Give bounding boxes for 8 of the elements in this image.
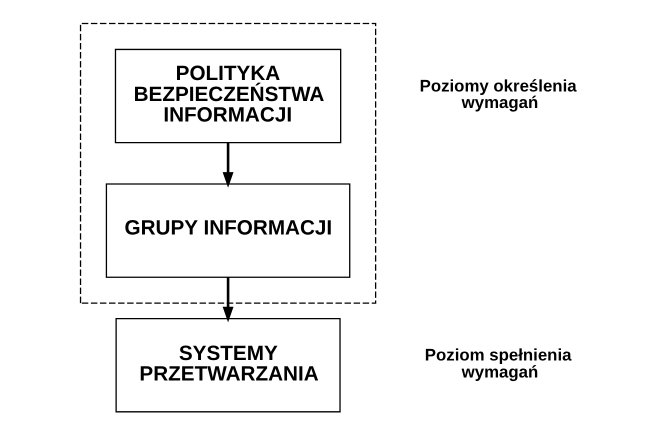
node-box: GRUPY INFORMACJI <box>106 183 350 278</box>
arrow <box>222 142 234 188</box>
node-box: POLITYKA BEZPIECZEŃSTWA INFORMACJI <box>114 48 342 144</box>
label: Poziom spełnienia wymagań <box>424 346 572 382</box>
label: Poziomy określenia wymagań <box>420 76 577 112</box>
arrow <box>222 277 234 322</box>
node-box: SYSTEMY PRZETWARZANIA <box>115 318 341 412</box>
cluster <box>80 22 376 304</box>
